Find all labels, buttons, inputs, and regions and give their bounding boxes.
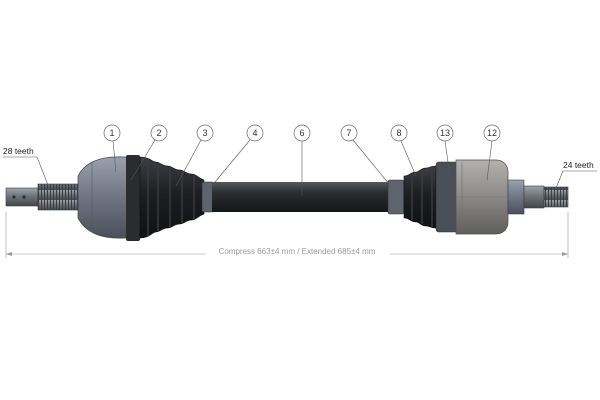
callout-leader	[400, 140, 417, 177]
callout-number: 12	[487, 128, 497, 138]
dimension-arrow-right	[562, 252, 568, 256]
callout-number: 13	[440, 128, 450, 138]
right-teeth-label: 24 teeth	[555, 160, 597, 189]
outer-boot-bellows	[139, 156, 205, 239]
callout-number: 3	[202, 128, 207, 138]
callout-bubble	[246, 124, 264, 142]
inner-boot-clamp	[435, 161, 459, 233]
right-teeth-text: 24 teeth	[563, 160, 594, 170]
inner-boot-folds	[411, 167, 433, 227]
right-spline-stub	[523, 185, 569, 209]
callout-bubble	[340, 124, 358, 142]
callout-6: 6	[293, 124, 311, 196]
outer-boot	[139, 156, 215, 239]
dimension-arrow-left	[6, 252, 12, 256]
right-spline-teeth	[543, 186, 569, 208]
callout-1: 1	[103, 124, 121, 173]
callout-4: 4	[209, 124, 264, 189]
callout-7: 7	[340, 124, 390, 185]
left-spline-teeth	[37, 183, 79, 211]
right-stub-collar	[523, 185, 545, 209]
outer-boot-clamp	[126, 155, 140, 241]
callout-number: 6	[299, 128, 304, 138]
callout-number: 1	[109, 128, 114, 138]
overall-length-dimension: Compress 663±4 mm / Extended 685±4 mm	[5, 212, 569, 258]
callout-number: 2	[156, 128, 161, 138]
callout-2: 2	[130, 124, 168, 181]
outer-boot-folds	[147, 159, 195, 236]
callout-bubble	[103, 124, 121, 142]
callout-leader	[175, 139, 202, 187]
left-spline-stub	[5, 183, 79, 211]
callout-bubble	[150, 124, 168, 142]
left-stub-hole	[12, 195, 16, 199]
callout-3: 3	[175, 124, 214, 187]
left-teeth-label: 28 teeth	[3, 146, 49, 186]
callout-number: 8	[396, 128, 401, 138]
callout-leader	[130, 139, 156, 181]
callout-bubble	[436, 124, 454, 142]
inner-boot-bellows	[403, 165, 437, 229]
left-stub-end	[5, 187, 39, 207]
outer-cv-housing	[77, 156, 133, 239]
callout-leader	[112, 140, 117, 173]
inner-cv-joint	[435, 159, 525, 235]
callout-bubble	[390, 124, 408, 142]
callout-leader	[486, 140, 493, 181]
callout-12: 12	[483, 124, 501, 181]
callout-bubble	[293, 124, 311, 142]
outer-cv-joint	[77, 155, 140, 241]
callout-bubble	[483, 124, 501, 142]
callout-bubble	[196, 124, 214, 142]
left-teeth-text: 28 teeth	[3, 146, 34, 156]
inner-housing-neck	[507, 179, 525, 215]
left-teeth-leader	[36, 156, 49, 186]
callout-13: 13	[436, 124, 454, 177]
callout-leader	[444, 140, 451, 177]
inner-boot	[387, 165, 437, 229]
callout-number: 7	[346, 128, 351, 138]
callout-number: 4	[252, 128, 257, 138]
right-teeth-leader	[555, 170, 564, 189]
callout-leader	[209, 139, 251, 189]
left-stub-hole	[22, 195, 26, 199]
inner-boot-small-clamp	[387, 179, 405, 215]
dimension-text: Compress 663±4 mm / Extended 685±4 mm	[219, 247, 376, 256]
callout-8: 8	[390, 124, 417, 177]
callout-leader	[352, 139, 390, 185]
